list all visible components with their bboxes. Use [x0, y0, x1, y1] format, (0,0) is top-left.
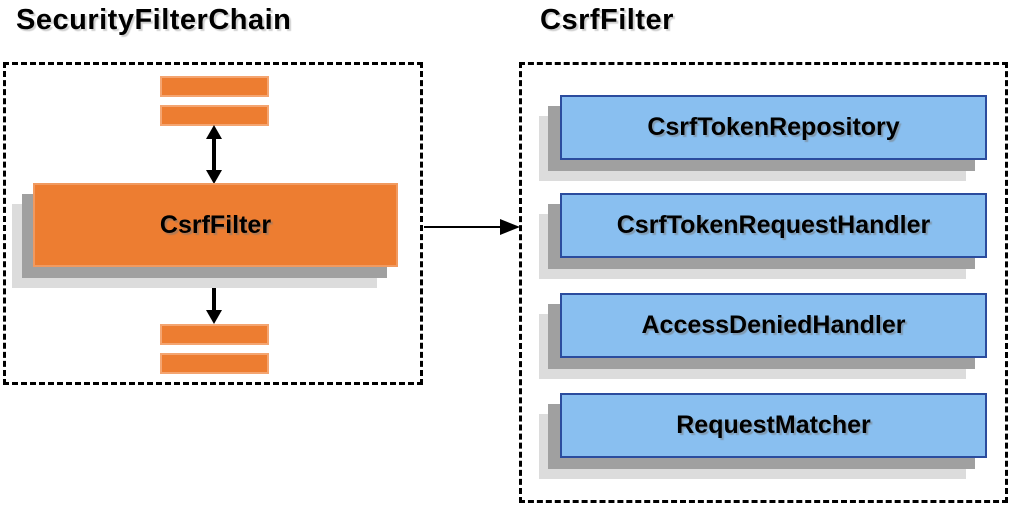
component-label: CsrfTokenRequestHandler [616, 211, 931, 239]
component-box-csrf-token-repository: CsrfTokenRepository [560, 95, 987, 160]
arrow-right-icon [424, 219, 520, 235]
filter-placeholder-bar [160, 353, 269, 374]
component-label: CsrfTokenRepository [647, 113, 900, 141]
component-box-request-matcher: RequestMatcher [560, 393, 987, 458]
csrf-filter-container [519, 62, 1008, 503]
security-filter-chain-container [3, 62, 423, 385]
bidirectional-arrow-icon [206, 125, 222, 184]
csrf-filter-box-label: CsrfFilter [159, 210, 272, 239]
csrf-filter-box: CsrfFilter [33, 183, 398, 267]
csrf-filter-group-title: CsrfFilter [540, 4, 674, 36]
component-label: RequestMatcher [676, 411, 871, 439]
component-label: AccessDeniedHandler [641, 311, 906, 339]
filter-placeholder-bar [160, 76, 269, 97]
filter-placeholder-bar [160, 105, 269, 126]
component-box-csrf-token-request-handler: CsrfTokenRequestHandler [560, 193, 987, 258]
filter-placeholder-bar [160, 324, 269, 345]
component-box-access-denied-handler: AccessDeniedHandler [560, 293, 987, 358]
bidirectional-arrow-icon [206, 266, 222, 324]
security-filter-chain-title: SecurityFilterChain [16, 4, 292, 36]
